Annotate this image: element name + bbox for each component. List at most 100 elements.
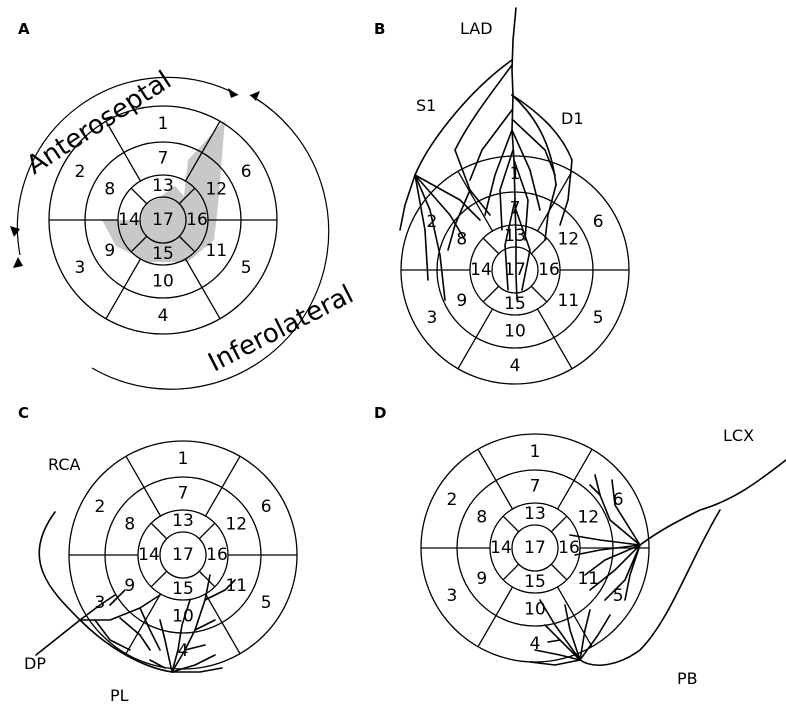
segment-label-6: 6 xyxy=(241,162,252,182)
lad-label: LAD xyxy=(460,19,493,38)
segment-label-10: 10 xyxy=(152,272,174,292)
sector-divider xyxy=(502,515,520,533)
sector-divider xyxy=(198,522,216,540)
sector-divider xyxy=(457,308,494,370)
sector-divider xyxy=(457,170,494,232)
segment-label-15: 15 xyxy=(504,294,526,314)
segment-label-6: 6 xyxy=(261,497,272,517)
segment-label-5: 5 xyxy=(613,586,624,606)
sector-divider xyxy=(477,448,514,510)
sector-divider xyxy=(130,187,148,205)
panel-a-letter: A xyxy=(18,20,30,38)
segment-label-10: 10 xyxy=(172,607,194,627)
segment-label-11: 11 xyxy=(557,291,579,311)
segment-label-1: 1 xyxy=(178,449,189,469)
sector-divider xyxy=(204,593,241,655)
segment-label-12: 12 xyxy=(225,514,247,534)
segment-label-10: 10 xyxy=(524,600,546,620)
sector-divider xyxy=(150,522,168,540)
sector-divider xyxy=(550,563,568,581)
segment-label-16: 16 xyxy=(538,260,560,280)
sector-divider xyxy=(482,285,500,303)
segment-label-3: 3 xyxy=(446,586,457,606)
segment-label-9: 9 xyxy=(456,291,467,311)
segment-label-1: 1 xyxy=(530,442,541,462)
segment-label-12: 12 xyxy=(577,507,599,527)
segment-label-14: 14 xyxy=(118,210,140,230)
segment-label-3: 3 xyxy=(94,593,105,613)
segment-label-6: 6 xyxy=(613,490,624,510)
arrow-head xyxy=(13,257,23,268)
sector-divider xyxy=(105,258,142,320)
ring-4 xyxy=(491,246,539,294)
sector-divider xyxy=(536,308,573,370)
segment-label-16: 16 xyxy=(206,545,228,565)
segment-label-14: 14 xyxy=(138,545,160,565)
segment-label-12: 12 xyxy=(557,229,579,249)
lcx-vessel-tree xyxy=(529,459,786,666)
pl-label: PL xyxy=(110,686,129,704)
segment-label-8: 8 xyxy=(104,179,115,199)
segment-label-15: 15 xyxy=(524,572,546,592)
sector-divider xyxy=(125,455,162,517)
segment-label-7: 7 xyxy=(178,484,189,504)
inferolateral-arc xyxy=(91,94,330,390)
sector-divider xyxy=(198,570,216,588)
segment-label-8: 8 xyxy=(456,229,467,249)
lcx-label: LCX xyxy=(723,426,754,445)
segment-label-13: 13 xyxy=(504,226,526,246)
ring-4 xyxy=(511,524,559,572)
sector-divider xyxy=(530,237,548,255)
arrow-head xyxy=(250,91,260,101)
sector-divider xyxy=(150,570,168,588)
segment-label-9: 9 xyxy=(124,576,135,596)
sector-divider xyxy=(105,120,142,182)
sector-divider xyxy=(502,563,520,581)
segment-label-10: 10 xyxy=(504,322,526,342)
anteroseptal-label: Anteroseptal xyxy=(21,65,176,181)
sector-divider xyxy=(178,187,196,205)
sector-divider xyxy=(178,235,196,253)
pb-label: PB xyxy=(677,669,698,688)
panel-b-letter: B xyxy=(374,20,385,38)
segment-label-11: 11 xyxy=(225,576,247,596)
segment-label-14: 14 xyxy=(490,538,512,558)
sector-divider xyxy=(130,235,148,253)
segment-label-9: 9 xyxy=(104,241,115,261)
dp-label: DP xyxy=(24,654,46,673)
sector-divider xyxy=(536,170,573,232)
segment-label-15: 15 xyxy=(172,579,194,599)
inferolateral-label: Inferolateral xyxy=(204,280,359,379)
segment-label-5: 5 xyxy=(593,308,604,328)
segment-label-8: 8 xyxy=(124,514,135,534)
segment-label-15: 15 xyxy=(152,244,174,264)
segment-label-13: 13 xyxy=(172,511,194,531)
sector-divider xyxy=(482,237,500,255)
sector-divider xyxy=(556,448,593,510)
arrow-head xyxy=(228,88,238,98)
segment-label-2: 2 xyxy=(74,162,85,182)
sector-divider xyxy=(184,120,221,182)
rca-vessel-tree xyxy=(35,511,236,673)
segment-label-7: 7 xyxy=(158,149,169,169)
segment-label-7: 7 xyxy=(530,477,541,497)
segment-label-17: 17 xyxy=(504,260,526,280)
segment-label-14: 14 xyxy=(470,260,492,280)
segment-label-17: 17 xyxy=(524,538,546,558)
segment-label-4: 4 xyxy=(178,641,189,661)
segment-label-5: 5 xyxy=(261,593,272,613)
s1-label: S1 xyxy=(416,96,436,115)
anteroseptal-arc xyxy=(16,76,239,256)
segment-label-4: 4 xyxy=(510,356,521,376)
sector-divider xyxy=(556,586,593,648)
segment-label-3: 3 xyxy=(426,308,437,328)
apex-shaded xyxy=(141,198,185,242)
sector-divider xyxy=(184,258,221,320)
segment-label-16: 16 xyxy=(186,210,208,230)
segment-label-8: 8 xyxy=(476,507,487,527)
